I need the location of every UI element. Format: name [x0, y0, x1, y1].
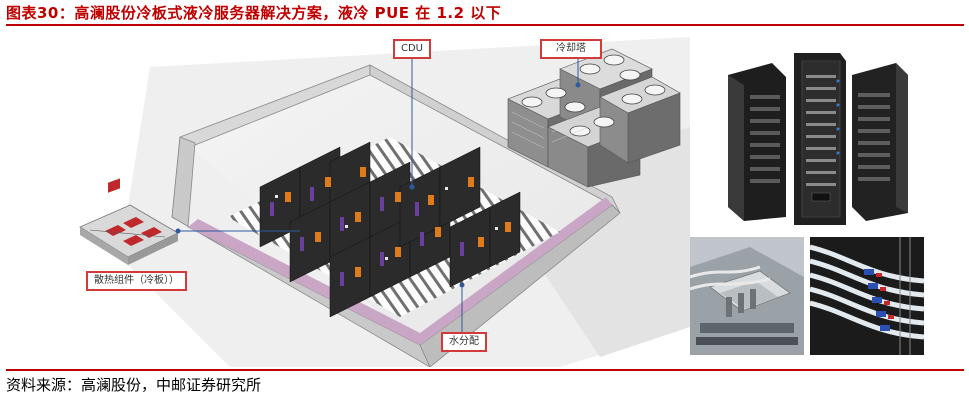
wall-trim-left [188, 219, 420, 345]
cold-plate-photo [690, 237, 804, 355]
cooling-towers [507, 48, 681, 188]
figure-title: 图表30：高澜股份冷板式液冷服务器解决方案，液冷 PUE 在 1.2 以下 [6, 4, 502, 22]
cdu-label: CDU [393, 39, 432, 59]
server-cabinets-photo [690, 35, 932, 229]
source-rule [6, 369, 964, 371]
leader-lines [175, 55, 581, 332]
figure-area: CDU 冷却塔 散热组件（冷板）） 水分配 [0, 27, 969, 367]
datacenter-illustration [79, 37, 690, 367]
source-note: 资料来源：高澜股份，中邮证券研究所 [6, 376, 262, 394]
cold-plate-label: 散热组件（冷板）） [86, 271, 187, 291]
water-manifold-label: 水分配 [441, 332, 487, 352]
manifold-tubes-photo [810, 237, 924, 355]
cooling-tower-label: 冷却塔 [540, 39, 602, 59]
title-rule [6, 24, 964, 26]
wall-trim-right [420, 197, 612, 345]
